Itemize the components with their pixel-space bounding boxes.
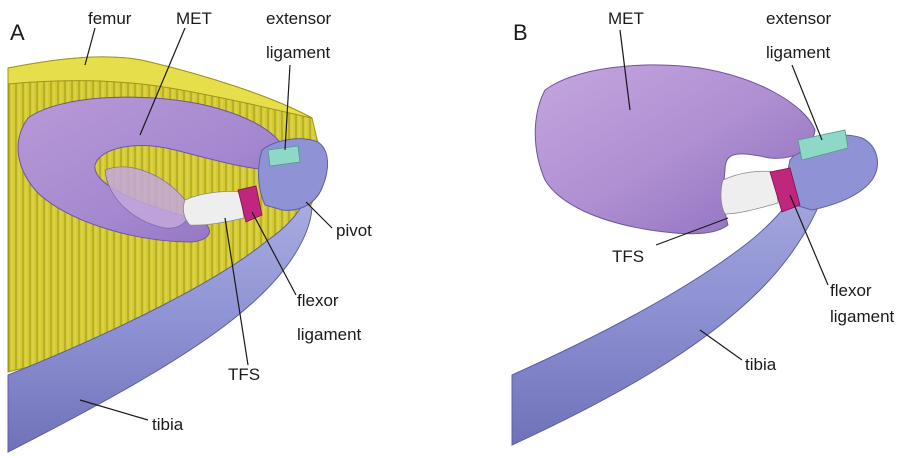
label-extensor-b-1: extensor [766, 9, 832, 28]
label-femur-a: femur [88, 9, 132, 28]
panel-a-letter: A [10, 20, 25, 45]
tfs-shape-b [721, 171, 778, 214]
label-extensor-a-2: ligament [266, 43, 331, 62]
label-tfs-a: TFS [228, 365, 260, 384]
label-tibia-b: tibia [745, 355, 777, 374]
label-flexor-b-1: flexor [830, 281, 872, 300]
panel-b: B MET extensor ligament TFS flexor ligam… [512, 9, 895, 445]
label-extensor-a-1: extensor [266, 9, 332, 28]
label-flexor-b-2: ligament [830, 307, 895, 326]
label-flexor-a-2: ligament [297, 325, 362, 344]
met-shape-b [535, 65, 815, 234]
panel-a: A femur MET extensor ligament pivot flex… [8, 9, 372, 452]
label-flexor-a-1: flexor [297, 291, 339, 310]
label-met-b: MET [608, 9, 644, 28]
leader-tibia-a [80, 400, 148, 420]
label-extensor-b-2: ligament [766, 43, 831, 62]
extensor-ligament-a [268, 146, 300, 166]
label-tibia-a: tibia [152, 415, 184, 434]
panel-b-letter: B [513, 20, 528, 45]
label-met-a: MET [176, 9, 212, 28]
leader-tibia-b [700, 330, 742, 360]
label-tfs-b: TFS [612, 247, 644, 266]
label-pivot-a: pivot [336, 221, 372, 240]
